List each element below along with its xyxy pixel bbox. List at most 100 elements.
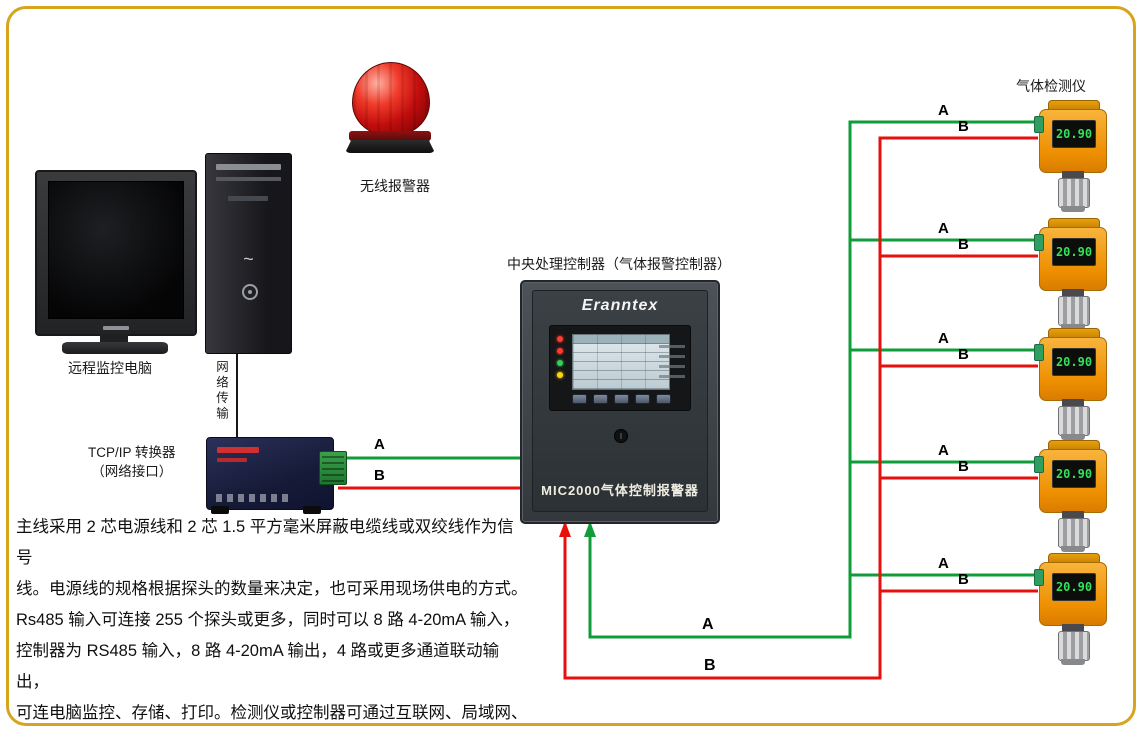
detector-sensor [1058,296,1090,326]
wire-label-b: B [958,236,969,253]
detector-neck [1062,624,1084,631]
detector-neck [1062,399,1084,406]
converter-mount-ear [211,506,229,514]
tower-drive-slot [216,177,281,181]
wireless-alarm-beacon [352,62,430,136]
panel-key [614,394,629,404]
wire-label-a: A [374,436,385,453]
wire-a-branches [850,238,1038,577]
converter-ports [216,494,288,502]
led-run-icon [557,360,563,366]
controller-keypad [572,394,671,404]
converter-print-mark [217,458,247,462]
description-text: 主线采用 2 芯电源线和 2 芯 1.5 平方毫米屏蔽电缆线或双绞线作为信号 线… [16,512,528,732]
arrow-b-icon [559,521,571,537]
wireless-alarm-label: 无线报警器 [360,178,430,194]
controller-brand: Eranntex [581,297,659,314]
detector-neck [1062,289,1084,296]
wire-label-b: B [374,467,385,484]
controller-label: 中央处理控制器（气体报警控制器） [507,256,731,272]
tcpip-label-line2: （网络接口） [91,464,173,479]
detector-sensor-cap [1061,324,1085,330]
panel-key [656,394,671,404]
converter-print-mark [217,447,259,453]
wire-label-a: A [702,616,714,633]
description-line: 可连电脑监控、存储、打印。检测仪或控制器可通过互联网、局域网、 [16,704,528,722]
wire-label-b: B [704,657,716,674]
controller-door: Eranntex MIC2000气体控制报警器 [532,290,708,512]
tcpip-label-line1: TCP/IP 转换器 [88,445,176,460]
tower-drive-bay [216,164,281,170]
pc-tower: ~ [205,153,292,354]
led-alarm-icon [557,336,563,342]
gas-alarm-controller: Eranntex MIC2000气体控制报警器 [520,280,720,524]
remote-pc-monitor [35,170,197,336]
tcpip-converter [206,437,347,514]
controller-model: MIC2000气体控制报警器 [541,483,699,498]
description-line: 控制器为 RS485 输入，8 路 4-20mA 输出，4 路或更多通道联动输出… [16,642,500,691]
detector-wire-connector [1034,456,1044,473]
panel-key [635,394,650,404]
network-transfer-label: 网络传输 [214,360,228,422]
gas-detector: 20.90 [1034,328,1108,440]
monitor-screen [48,181,184,319]
remote-pc-label: 远程监控电脑 [68,360,152,376]
wire-label-a: A [938,220,949,237]
detector-display: 20.90 [1052,348,1096,376]
detector-sensor-cap [1061,659,1085,665]
wire-label-a: A [938,442,949,459]
description-line: 主线采用 2 芯电源线和 2 芯 1.5 平方毫米屏蔽电缆线或双绞线作为信号 [16,518,514,567]
detector-sensor-cap [1061,546,1085,552]
wire-label-b: B [958,458,969,475]
led-fault-icon [557,348,563,354]
detector-wire-connector [1034,569,1044,586]
panel-key [572,394,587,404]
wire-label-a: A [938,330,949,347]
detector-wire-connector [1034,344,1044,361]
gas-detector: 20.90 [1034,440,1108,552]
wire-label-a: A [938,555,949,572]
monitor-logo [103,326,129,330]
beacon-collar [349,131,431,141]
gas-detector: 20.90 [1034,218,1108,330]
tower-vent-mark: ~ [243,249,254,269]
wire-b-branches [880,254,1038,593]
detector-display: 20.90 [1052,120,1096,148]
tcpip-converter-label: TCP/IP 转换器 （网络接口） [88,443,176,481]
detector-wire-connector [1034,234,1044,251]
description-line: 线。电源线的规格根据探头的数量来决定，也可采用现场供电的方式。 [16,580,528,598]
detector-neck [1062,511,1084,518]
detector-display: 20.90 [1052,238,1096,266]
detector-sensor [1058,178,1090,208]
power-button-icon [241,284,258,300]
detector-neck [1062,171,1084,178]
detector-sensor [1058,406,1090,436]
monitor-stand [62,342,168,354]
converter-terminal-block [319,451,347,485]
tower-badge [228,196,268,201]
wire-label-b: B [958,571,969,588]
detector-display: 20.90 [1052,460,1096,488]
wire-b-bus [563,136,1038,680]
panel-side-labels [659,338,685,378]
detector-sensor [1058,631,1090,661]
gas-detector: 20.90 [1034,100,1108,212]
gas-detector: 20.90 [1034,553,1108,665]
detector-display: 20.90 [1052,573,1096,601]
detector-sensor-cap [1061,206,1085,212]
description-line: Rs485 输入可连接 255 个探头或更多，同时可以 8 路 4-20mA 输… [16,611,520,629]
wire-label-b: B [958,118,969,135]
led-power-icon [557,372,563,378]
wire-a-bus [588,120,1038,639]
gas-detector-label: 气体检测仪 [1016,78,1086,94]
controller-display-panel [549,325,691,411]
beacon-base [345,140,435,153]
detector-sensor-cap [1061,434,1085,440]
door-keyhole-icon [614,429,628,443]
wire-label-a: A [938,102,949,119]
detector-wire-connector [1034,116,1044,133]
controller-lcd-screen [572,334,670,390]
monitor-neck [100,334,128,343]
